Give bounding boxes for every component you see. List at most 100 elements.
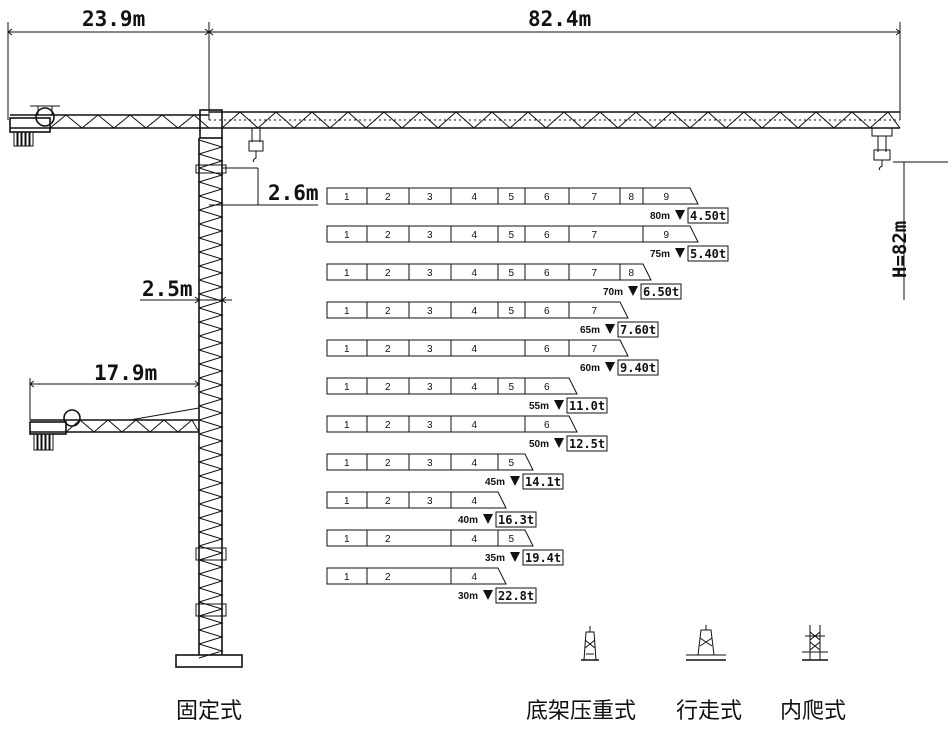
jib-bar-outline	[326, 415, 578, 433]
height-label: H=82m	[889, 221, 911, 278]
segment-label: 5	[509, 534, 515, 545]
load-label: 19.4t	[525, 551, 561, 565]
segment-label: 4	[472, 458, 478, 469]
segment-label: 3	[427, 268, 433, 279]
segment-label: 4	[472, 420, 478, 431]
segment-label: 6	[544, 382, 550, 393]
segment-label: 1	[344, 306, 350, 317]
jib-bar-outline	[326, 263, 652, 281]
segment-label: 4	[472, 344, 478, 355]
segment-label: 2	[385, 344, 391, 355]
height-dimension	[893, 161, 948, 300]
segment-label: 7	[592, 306, 598, 317]
segment-label: 1	[344, 192, 350, 203]
load-box	[640, 283, 682, 300]
segment-label: 8	[629, 268, 635, 279]
segment-label: 3	[427, 458, 433, 469]
segment-label: 5	[509, 192, 515, 203]
lower-counter-jib-label: 17.9m	[94, 361, 157, 385]
radius-label: 70m	[603, 287, 623, 298]
segment-label: 2	[385, 230, 391, 241]
segment-label: 6	[544, 306, 550, 317]
segment-label: 4	[472, 572, 478, 583]
segment-label: 9	[664, 192, 670, 203]
load-label: 6.50t	[643, 285, 679, 299]
segment-label: 3	[427, 382, 433, 393]
load-box	[566, 435, 608, 452]
segment-label: 1	[344, 382, 350, 393]
load-label: 12.5t	[569, 437, 605, 451]
radius-label: 35m	[485, 553, 505, 564]
load-label: 7.60t	[620, 323, 656, 337]
hook-icon	[554, 438, 564, 448]
segment-label: 8	[629, 192, 635, 203]
segment-label: 1	[344, 420, 350, 431]
segment-label: 1	[344, 344, 350, 355]
trolley-hook	[871, 127, 893, 171]
main-jib-length-label: 82.4m	[528, 7, 591, 31]
load-box	[687, 207, 729, 224]
hook-icon	[605, 324, 615, 334]
caption-inner-climbing: 内爬式	[780, 699, 846, 724]
hook-icon	[675, 248, 685, 258]
load-label: 4.50t	[690, 209, 726, 223]
segment-label: 4	[472, 382, 478, 393]
segment-label: 2	[385, 306, 391, 317]
segment-label: 2	[385, 382, 391, 393]
segment-label: 3	[427, 230, 433, 241]
jib-bar-outline	[326, 339, 629, 357]
foundation-base	[175, 654, 243, 668]
radius-label: 50m	[529, 439, 549, 450]
segment-label: 3	[427, 306, 433, 317]
hook-icon	[628, 286, 638, 296]
segment-label: 6	[544, 420, 550, 431]
segment-label: 6	[544, 268, 550, 279]
upper-offset-label: 2.6m	[268, 181, 319, 205]
load-box	[522, 549, 564, 566]
load-label: 9.40t	[620, 361, 656, 375]
segment-label: 7	[592, 268, 598, 279]
inner-hook	[248, 128, 264, 163]
radius-label: 45m	[485, 477, 505, 488]
segment-label: 5	[509, 382, 515, 393]
chassis-base-icon	[581, 626, 599, 661]
segment-label: 4	[472, 268, 478, 279]
hook-icon	[675, 210, 685, 220]
segment-label: 3	[427, 344, 433, 355]
segment-label: 4	[472, 230, 478, 241]
segment-label: 5	[509, 230, 515, 241]
segment-label: 6	[544, 344, 550, 355]
caption-fixed: 固定式	[176, 699, 242, 724]
jib-bar-outline	[326, 453, 534, 471]
segment-label: 2	[385, 458, 391, 469]
radius-label: 65m	[580, 325, 600, 336]
segment-label: 2	[385, 572, 391, 583]
travelling-base-icon	[686, 625, 726, 661]
segment-label: 2	[385, 534, 391, 545]
segment-label: 4	[472, 306, 478, 317]
climbing-base-icon	[802, 625, 828, 661]
segment-label: 5	[509, 306, 515, 317]
load-box	[617, 321, 659, 338]
main-jib	[199, 109, 901, 139]
jib-bar-outline	[326, 491, 507, 509]
load-label: 22.8t	[498, 589, 534, 603]
segment-label: 4	[472, 534, 478, 545]
counter-jib-length-label: 23.9m	[82, 7, 145, 31]
jib-bar-outline	[326, 567, 507, 585]
jib-bar-outline	[326, 377, 578, 395]
counter-jib	[9, 105, 210, 147]
segment-label: 1	[344, 534, 350, 545]
segment-label: 5	[509, 458, 515, 469]
segment-label: 2	[385, 420, 391, 431]
segment-label: 2	[385, 496, 391, 507]
